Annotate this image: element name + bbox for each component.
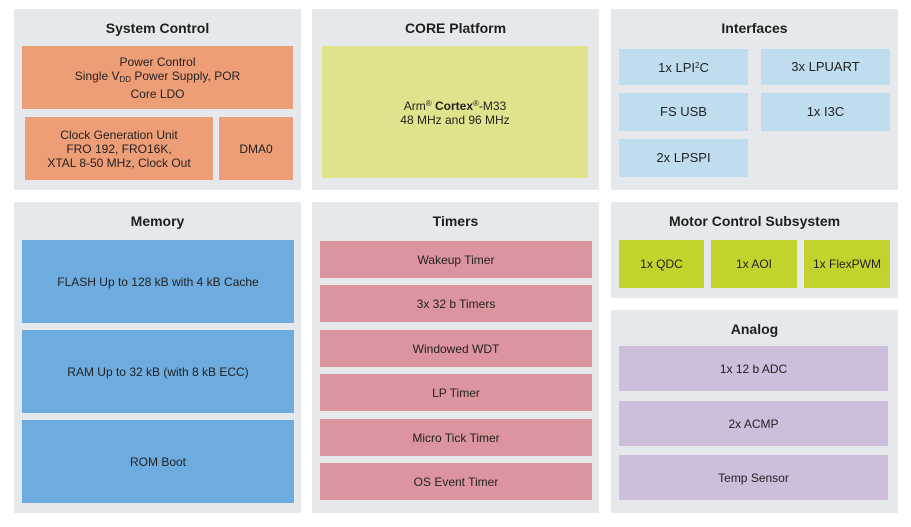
arm-text: Arm: [403, 99, 426, 113]
ram-block: RAM Up to 32 kB (with 8 kB ECC): [22, 330, 294, 413]
memory-title: Memory: [130, 213, 185, 229]
i3c-block: 1x I3C: [761, 93, 890, 131]
rom-boot-label: ROM Boot: [129, 454, 186, 469]
cortex-text: Cortex: [434, 99, 473, 113]
core-platform-panel: CORE Platform Arm® Cortex®-M33 48 MHz an…: [312, 9, 599, 190]
memory-panel: Memory FLASH Up to 128 kB with 4 kB Cach…: [14, 202, 301, 513]
cortex-label: Arm® Cortex®-M33: [404, 97, 507, 113]
lpspi-label: 2x LPSPI: [656, 150, 711, 165]
i3c-label: 1x I3C: [806, 104, 845, 119]
temp-sensor-label: Temp Sensor: [718, 470, 789, 485]
flexpwm-block: 1x FlexPWM: [804, 240, 890, 288]
power-control-line3: Core LDO: [130, 86, 185, 101]
system-control-panel: System Control Power Control Single VDD …: [14, 9, 301, 190]
power-supply-text-a: Single V: [74, 68, 120, 83]
interfaces-panel: Interfaces 1x LPI2C 3x LPUART FS USB 1x …: [611, 9, 898, 190]
32b-timers-block: 3x 32 b Timers: [320, 285, 592, 322]
interfaces-title: Interfaces: [721, 20, 788, 36]
lpi2c-block: 1x LPI2C: [619, 49, 748, 85]
dma0-block: DMA0: [219, 117, 293, 180]
analog-panel: Analog 1x 12 b ADC 2x ACMP Temp Sensor: [611, 310, 898, 513]
core-frequency: 48 MHz and 96 MHz: [400, 113, 510, 127]
windowed-wdt-block: Windowed WDT: [320, 330, 592, 367]
analog-title: Analog: [730, 321, 779, 337]
fs-usb-label: FS USB: [660, 104, 707, 119]
timer-label: OS Event Timer: [413, 474, 499, 489]
timer-label: 3x 32 b Timers: [416, 296, 496, 311]
power-control-block: Power Control Single VDD Power Supply, P…: [22, 46, 293, 109]
clock-line3: XTAL 8-50 MHz, Clock Out: [47, 155, 191, 170]
timer-label: Windowed WDT: [412, 341, 500, 356]
cortex-registered-mark: ®: [473, 99, 479, 108]
flash-block: FLASH Up to 128 kB with 4 kB Cache: [22, 240, 294, 323]
flexpwm-label: 1x FlexPWM: [812, 257, 881, 271]
clock-line1: Clock Generation Unit: [60, 127, 178, 142]
lpuart-label: 3x LPUART: [791, 59, 860, 74]
micro-tick-timer-block: Micro Tick Timer: [320, 419, 592, 456]
clock-line2: FRO 192, FRO16K,: [66, 141, 172, 156]
os-event-timer-block: OS Event Timer: [320, 463, 592, 500]
timer-label: LP Timer: [432, 385, 480, 400]
lpi2c-superscript: 2: [695, 61, 700, 70]
power-control-line2: Single VDD Power Supply, POR: [75, 69, 240, 87]
temp-sensor-block: Temp Sensor: [619, 455, 888, 500]
qdc-label: 1x QDC: [640, 257, 683, 271]
lpuart-block: 3x LPUART: [761, 49, 890, 85]
vdd-subscript: DD: [119, 74, 132, 84]
lpspi-block: 2x LPSPI: [619, 139, 748, 177]
rom-boot-block: ROM Boot: [22, 420, 294, 503]
acmp-label: 2x ACMP: [728, 416, 779, 431]
cortex-model: -M33: [478, 99, 507, 113]
clock-generation-block: Clock Generation Unit FRO 192, FRO16K, X…: [25, 117, 213, 180]
adc-block: 1x 12 b ADC: [619, 346, 888, 391]
adc-label: 1x 12 b ADC: [719, 361, 788, 376]
system-control-title: System Control: [105, 20, 210, 36]
core-platform-title: CORE Platform: [404, 20, 507, 36]
lp-timer-block: LP Timer: [320, 374, 592, 411]
power-supply-text-b: Power Supply, POR: [131, 68, 241, 83]
motor-control-title: Motor Control Subsystem: [668, 213, 841, 229]
lpi2c-text-a: 1x LPI: [658, 60, 695, 75]
qdc-block: 1x QDC: [619, 240, 704, 288]
dma0-label: DMA0: [239, 141, 273, 156]
timer-label: Micro Tick Timer: [412, 430, 500, 445]
ram-label: RAM Up to 32 kB (with 8 kB ECC): [67, 364, 249, 379]
fs-usb-block: FS USB: [619, 93, 748, 131]
timers-title: Timers: [432, 213, 479, 229]
power-control-line1: Power Control: [119, 54, 196, 69]
aoi-block: 1x AOI: [711, 240, 797, 288]
timer-label: Wakeup Timer: [417, 252, 495, 267]
flash-label: FLASH Up to 128 kB with 4 kB Cache: [57, 274, 259, 289]
aoi-label: 1x AOI: [735, 257, 773, 271]
cortex-m33-block: Arm® Cortex®-M33 48 MHz and 96 MHz: [322, 46, 588, 178]
lpi2c-text-b: C: [699, 60, 709, 75]
motor-control-panel: Motor Control Subsystem 1x QDC 1x AOI 1x…: [611, 202, 898, 298]
wakeup-timer-block: Wakeup Timer: [320, 241, 592, 278]
timers-panel: Timers Wakeup Timer 3x 32 b Timers Windo…: [312, 202, 599, 513]
acmp-block: 2x ACMP: [619, 401, 888, 446]
lpi2c-label: 1x LPI2C: [658, 59, 709, 75]
arm-registered-mark: ®: [425, 99, 432, 108]
